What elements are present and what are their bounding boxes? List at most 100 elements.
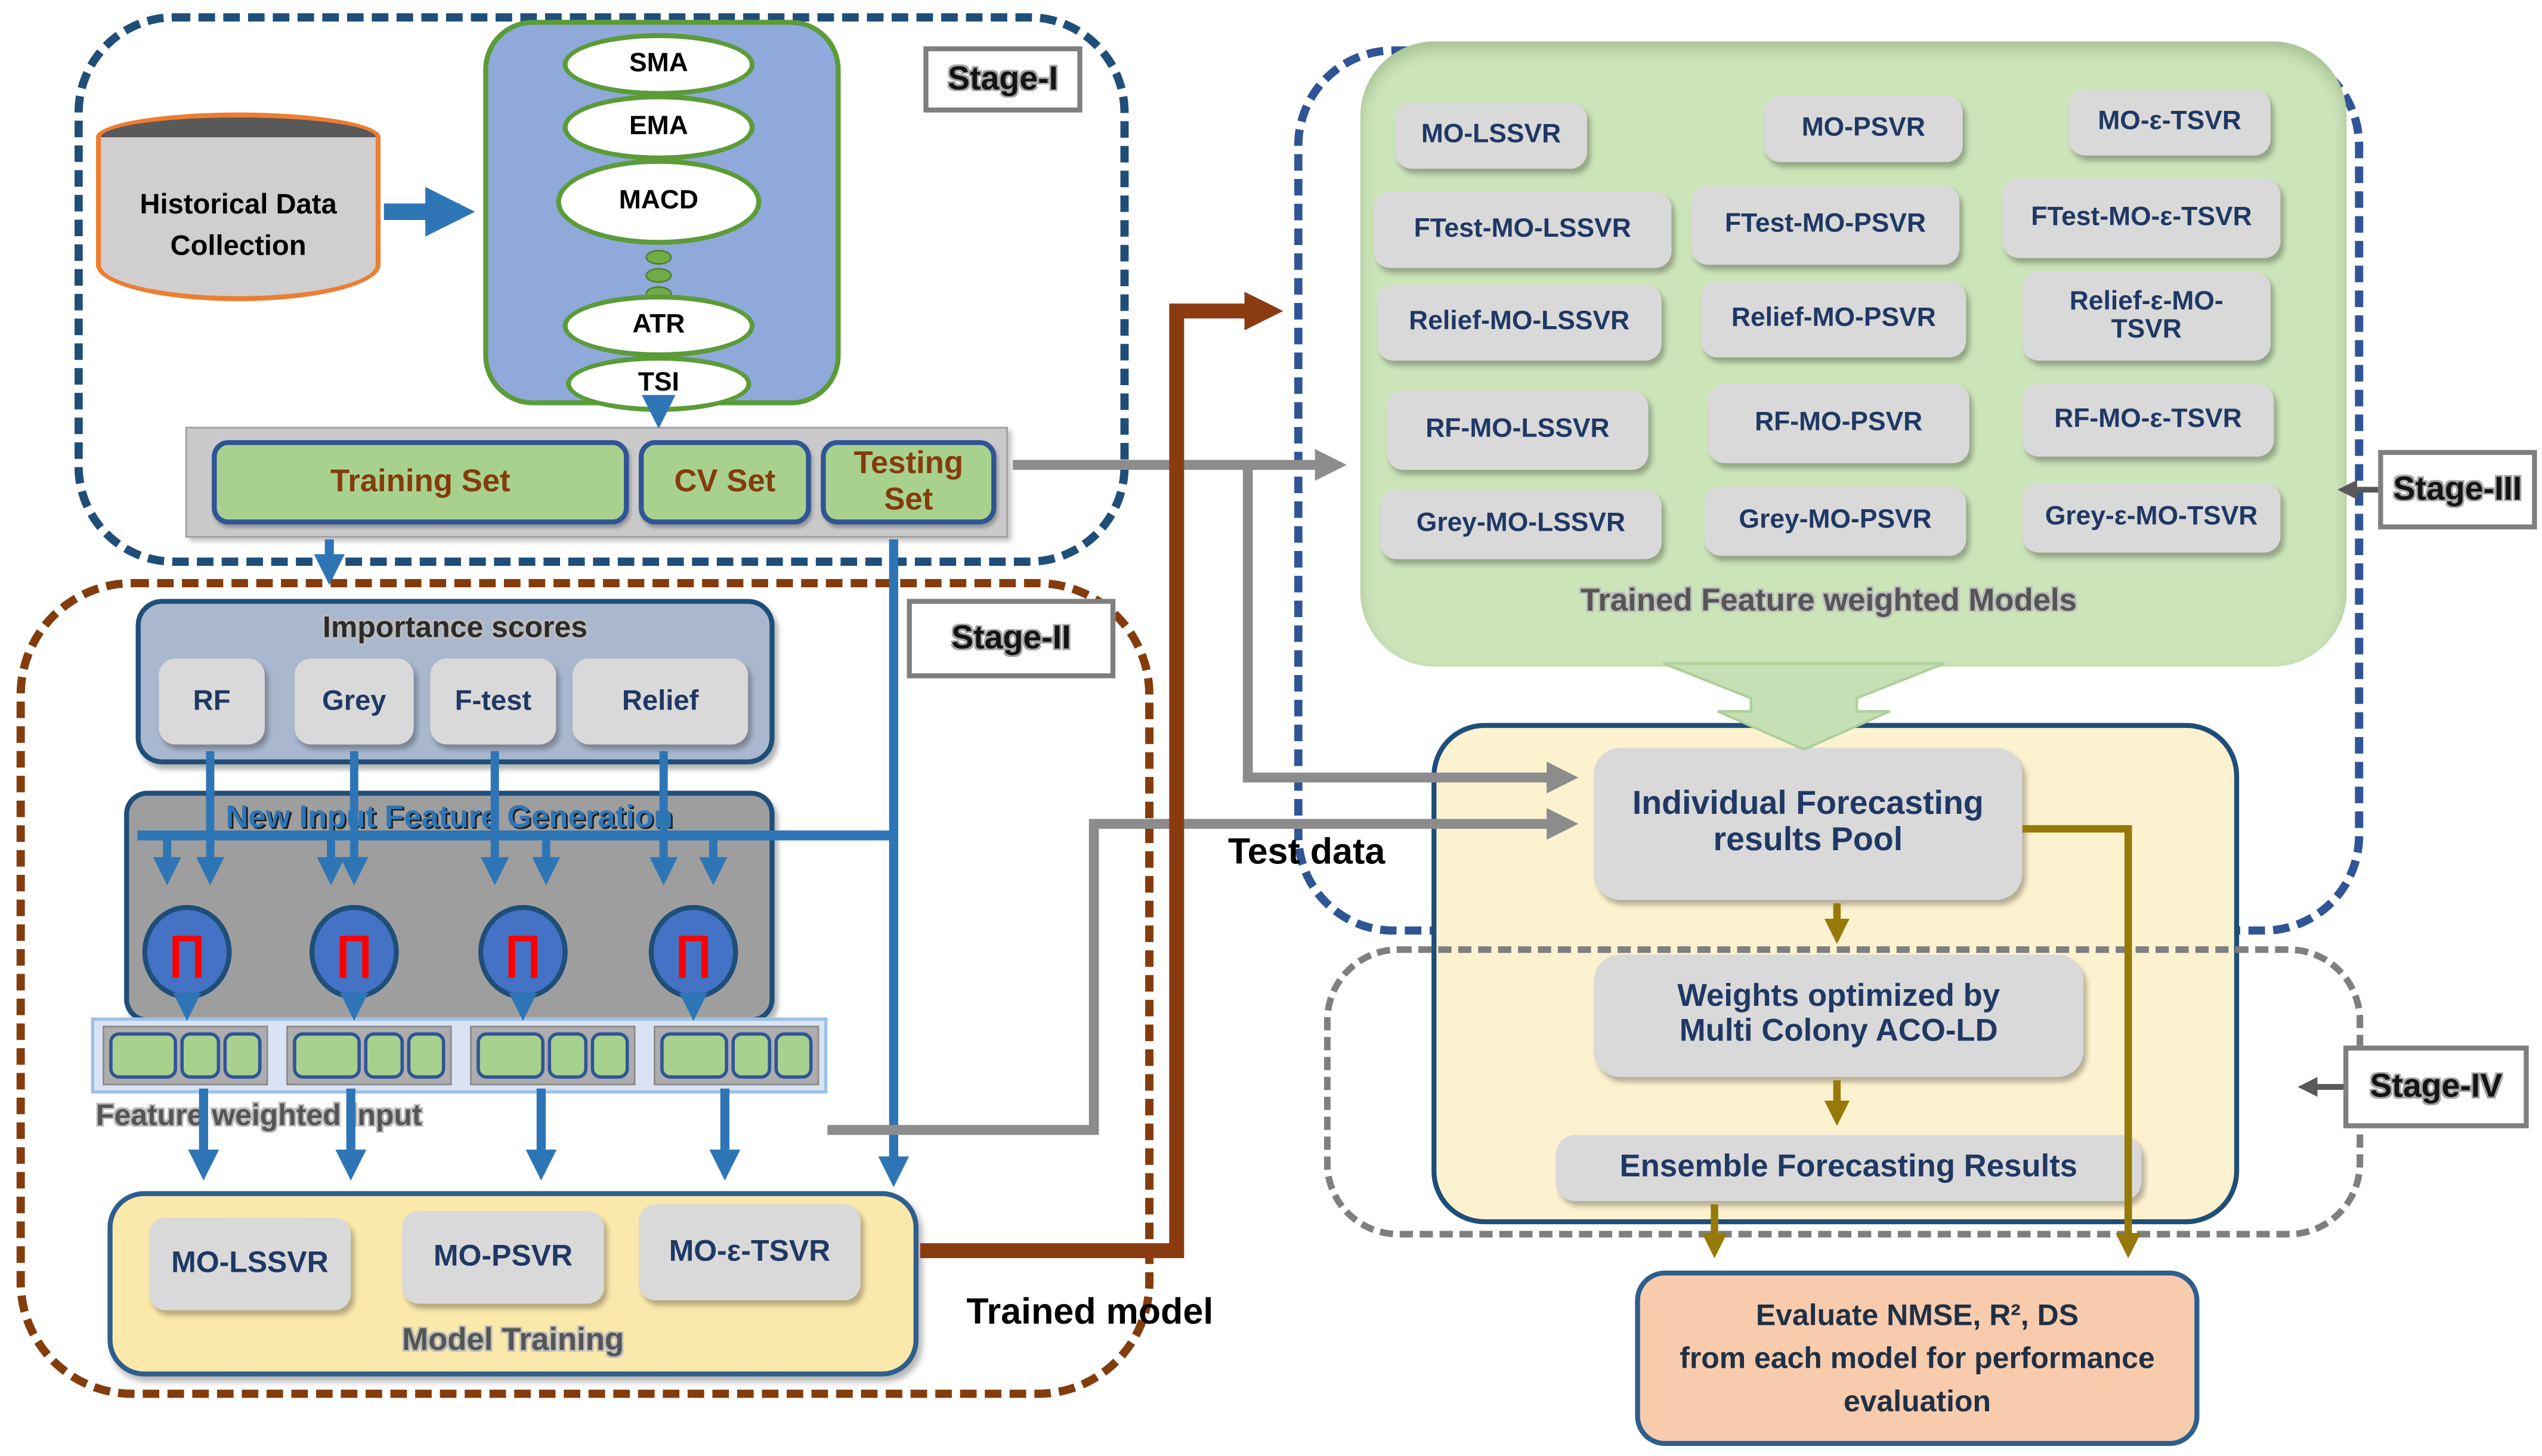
weighted-cell (364, 1032, 403, 1079)
weighted-cell (590, 1032, 629, 1079)
weighted-group-3 (470, 1026, 636, 1086)
product-symbol: ∏ (335, 925, 373, 977)
feature-weighted-label: Feature weighted Input (96, 1098, 477, 1133)
model-chip-label: RF-MO-PSVR (1755, 409, 1923, 438)
model-chip-label: MO-LSSVR (1421, 121, 1561, 150)
indicator-sma: SMA (562, 33, 755, 96)
model-chip: FTest-MO-LSSVR (1374, 191, 1672, 268)
ensemble-results-box: Ensemble Forecasting Results (1555, 1135, 2142, 1201)
model-chip: MO-LSSVR (1395, 103, 1587, 169)
weighted-group-4 (654, 1026, 819, 1086)
mo-psvr-label: MO-PSVR (433, 1240, 573, 1273)
trained-model-text: Trained model (966, 1290, 1214, 1332)
stage3-label: Stage-III (2393, 470, 2522, 507)
weights-line2: Multi Colony ACO-LD (1679, 1014, 1998, 1049)
atr-label: ATR (632, 311, 685, 339)
product-symbol: ∏ (503, 925, 542, 977)
indicator-ema: EMA (562, 94, 755, 161)
test-data-text: Test data (1227, 830, 1386, 872)
model-chip-label: Grey-ε-MO-TSVR (2045, 503, 2258, 532)
model-chip: Relief-MO-LSSVR (1377, 284, 1662, 361)
trained-model-annotation: Trained model (966, 1290, 1297, 1333)
product-node-3: ∏ (478, 904, 568, 999)
model-training-text: Model Training (402, 1323, 624, 1359)
weighted-group-2 (286, 1026, 452, 1086)
stage1-label: Stage-I (947, 60, 1058, 97)
model-training-label: Model Training (331, 1320, 695, 1363)
historical-data-line2: Collection (170, 230, 307, 262)
mo-lssvr-label: MO-LSSVR (171, 1246, 329, 1280)
stage4-label: Stage-IV (2370, 1068, 2503, 1105)
testing-set-label: Testing Set (853, 445, 964, 518)
historical-data-label: Historical Data Collection (103, 172, 374, 281)
evaluation-box: Evaluate NMSE, R², DS from each model fo… (1635, 1270, 2200, 1446)
grey-label: Grey (322, 684, 386, 716)
evaluation-line2: from each model for performance (1680, 1342, 2155, 1375)
model-chip-label: FTest-MO-LSSVR (1414, 215, 1631, 244)
evaluation-line1: Evaluate NMSE, R², DS (1755, 1298, 2079, 1332)
weighted-cell (180, 1032, 219, 1079)
trained-models-text: Trained Feature weighted Models (1581, 584, 2077, 619)
feature-weighted-text: Feature weighted Input (95, 1098, 422, 1132)
model-chip: RF-MO-PSVR (1708, 383, 1969, 463)
ftest-label: F-test (454, 684, 532, 716)
selector-ftest: F-test (430, 658, 556, 745)
weighted-group-1 (103, 1026, 268, 1086)
training-set-box: Training Set (212, 440, 629, 525)
stage4-label-plate: Stage-IV (2343, 1045, 2529, 1129)
train-model-mo-lssvr: MO-LSSVR (149, 1218, 351, 1311)
selector-relief: Relief (573, 658, 749, 745)
model-chip: Relief-MO-PSVR (1701, 281, 1966, 358)
weighted-cell (731, 1032, 771, 1079)
product-node-1: ∏ (142, 904, 232, 999)
model-chip: MO-PSVR (1764, 95, 1963, 162)
rf-label: RF (193, 684, 231, 716)
model-chip: Relief-ε-MO-TSVR (2022, 271, 2271, 361)
trained-models-label: Trained Feature weighted Models (1473, 579, 2184, 625)
ensemble-label: Ensemble Forecasting Results (1619, 1149, 2078, 1184)
selector-rf: RF (159, 658, 265, 745)
weights-optimizer-box: Weights optimized by Multi Colony ACO-LD (1594, 955, 2084, 1077)
importance-scores-text: Importance scores (322, 609, 588, 643)
forecast-pool-box: Individual Forecasting results Pool (1594, 748, 2023, 900)
model-chip: FTest-MO-ε-TSVR (2002, 178, 2281, 258)
model-chip: RF-MO-ε-TSVR (2022, 383, 2274, 457)
ellipsis-dot-icon (645, 249, 672, 265)
test-data-annotation: Test data (1228, 831, 1459, 873)
model-chip-label: MO-PSVR (1801, 114, 1925, 143)
weighted-cell (477, 1032, 545, 1079)
model-chip: Grey-MO-PSVR (1704, 486, 1966, 556)
product-symbol: ∏ (674, 925, 713, 977)
stage2-label-plate: Stage-II (907, 599, 1116, 679)
historical-data-line1: Historical Data (140, 189, 337, 221)
feature-generation-text: New Input Feature Generation (225, 800, 673, 836)
evaluation-line3: evaluation (1843, 1384, 1991, 1418)
pool-line1: Individual Forecasting (1632, 786, 1984, 823)
model-chip: Grey-MO-LSSVR (1380, 490, 1662, 559)
indicator-macd: MACD (556, 159, 762, 245)
weights-line1: Weights optimized by (1677, 980, 2000, 1015)
ellipsis-dot-icon (645, 268, 672, 283)
indicator-atr: ATR (562, 294, 755, 358)
ema-label: EMA (629, 112, 688, 141)
testing-set-box: Testing Set (821, 440, 997, 525)
model-chip: FTest-MO-PSVR (1691, 185, 1960, 265)
macd-label: MACD (619, 187, 698, 215)
train-model-mo-psvr: MO-PSVR (402, 1211, 604, 1304)
product-node-2: ∏ (309, 904, 399, 999)
indicator-tsi: TSI (565, 355, 752, 412)
model-chip-label: FTest-MO-ε-TSVR (2031, 204, 2252, 233)
model-chip: MO-ε-TSVR (2068, 89, 2271, 156)
selector-grey: Grey (294, 658, 414, 745)
stage1-label-plate: Stage-I (923, 46, 1083, 113)
training-set-label: Training Set (330, 464, 511, 499)
train-model-mo-e-tsvr: MO-ε-TSVR (639, 1204, 861, 1300)
model-chip-label: RF-MO-ε-TSVR (2054, 405, 2242, 434)
model-chip-label: Relief-MO-LSSVR (1409, 308, 1630, 337)
model-chip-label: Relief-MO-PSVR (1731, 305, 1936, 333)
weighted-cell (548, 1032, 587, 1079)
relief-label: Relief (621, 684, 699, 716)
product-node-4: ∏ (648, 904, 738, 999)
weighted-cell (293, 1032, 361, 1079)
